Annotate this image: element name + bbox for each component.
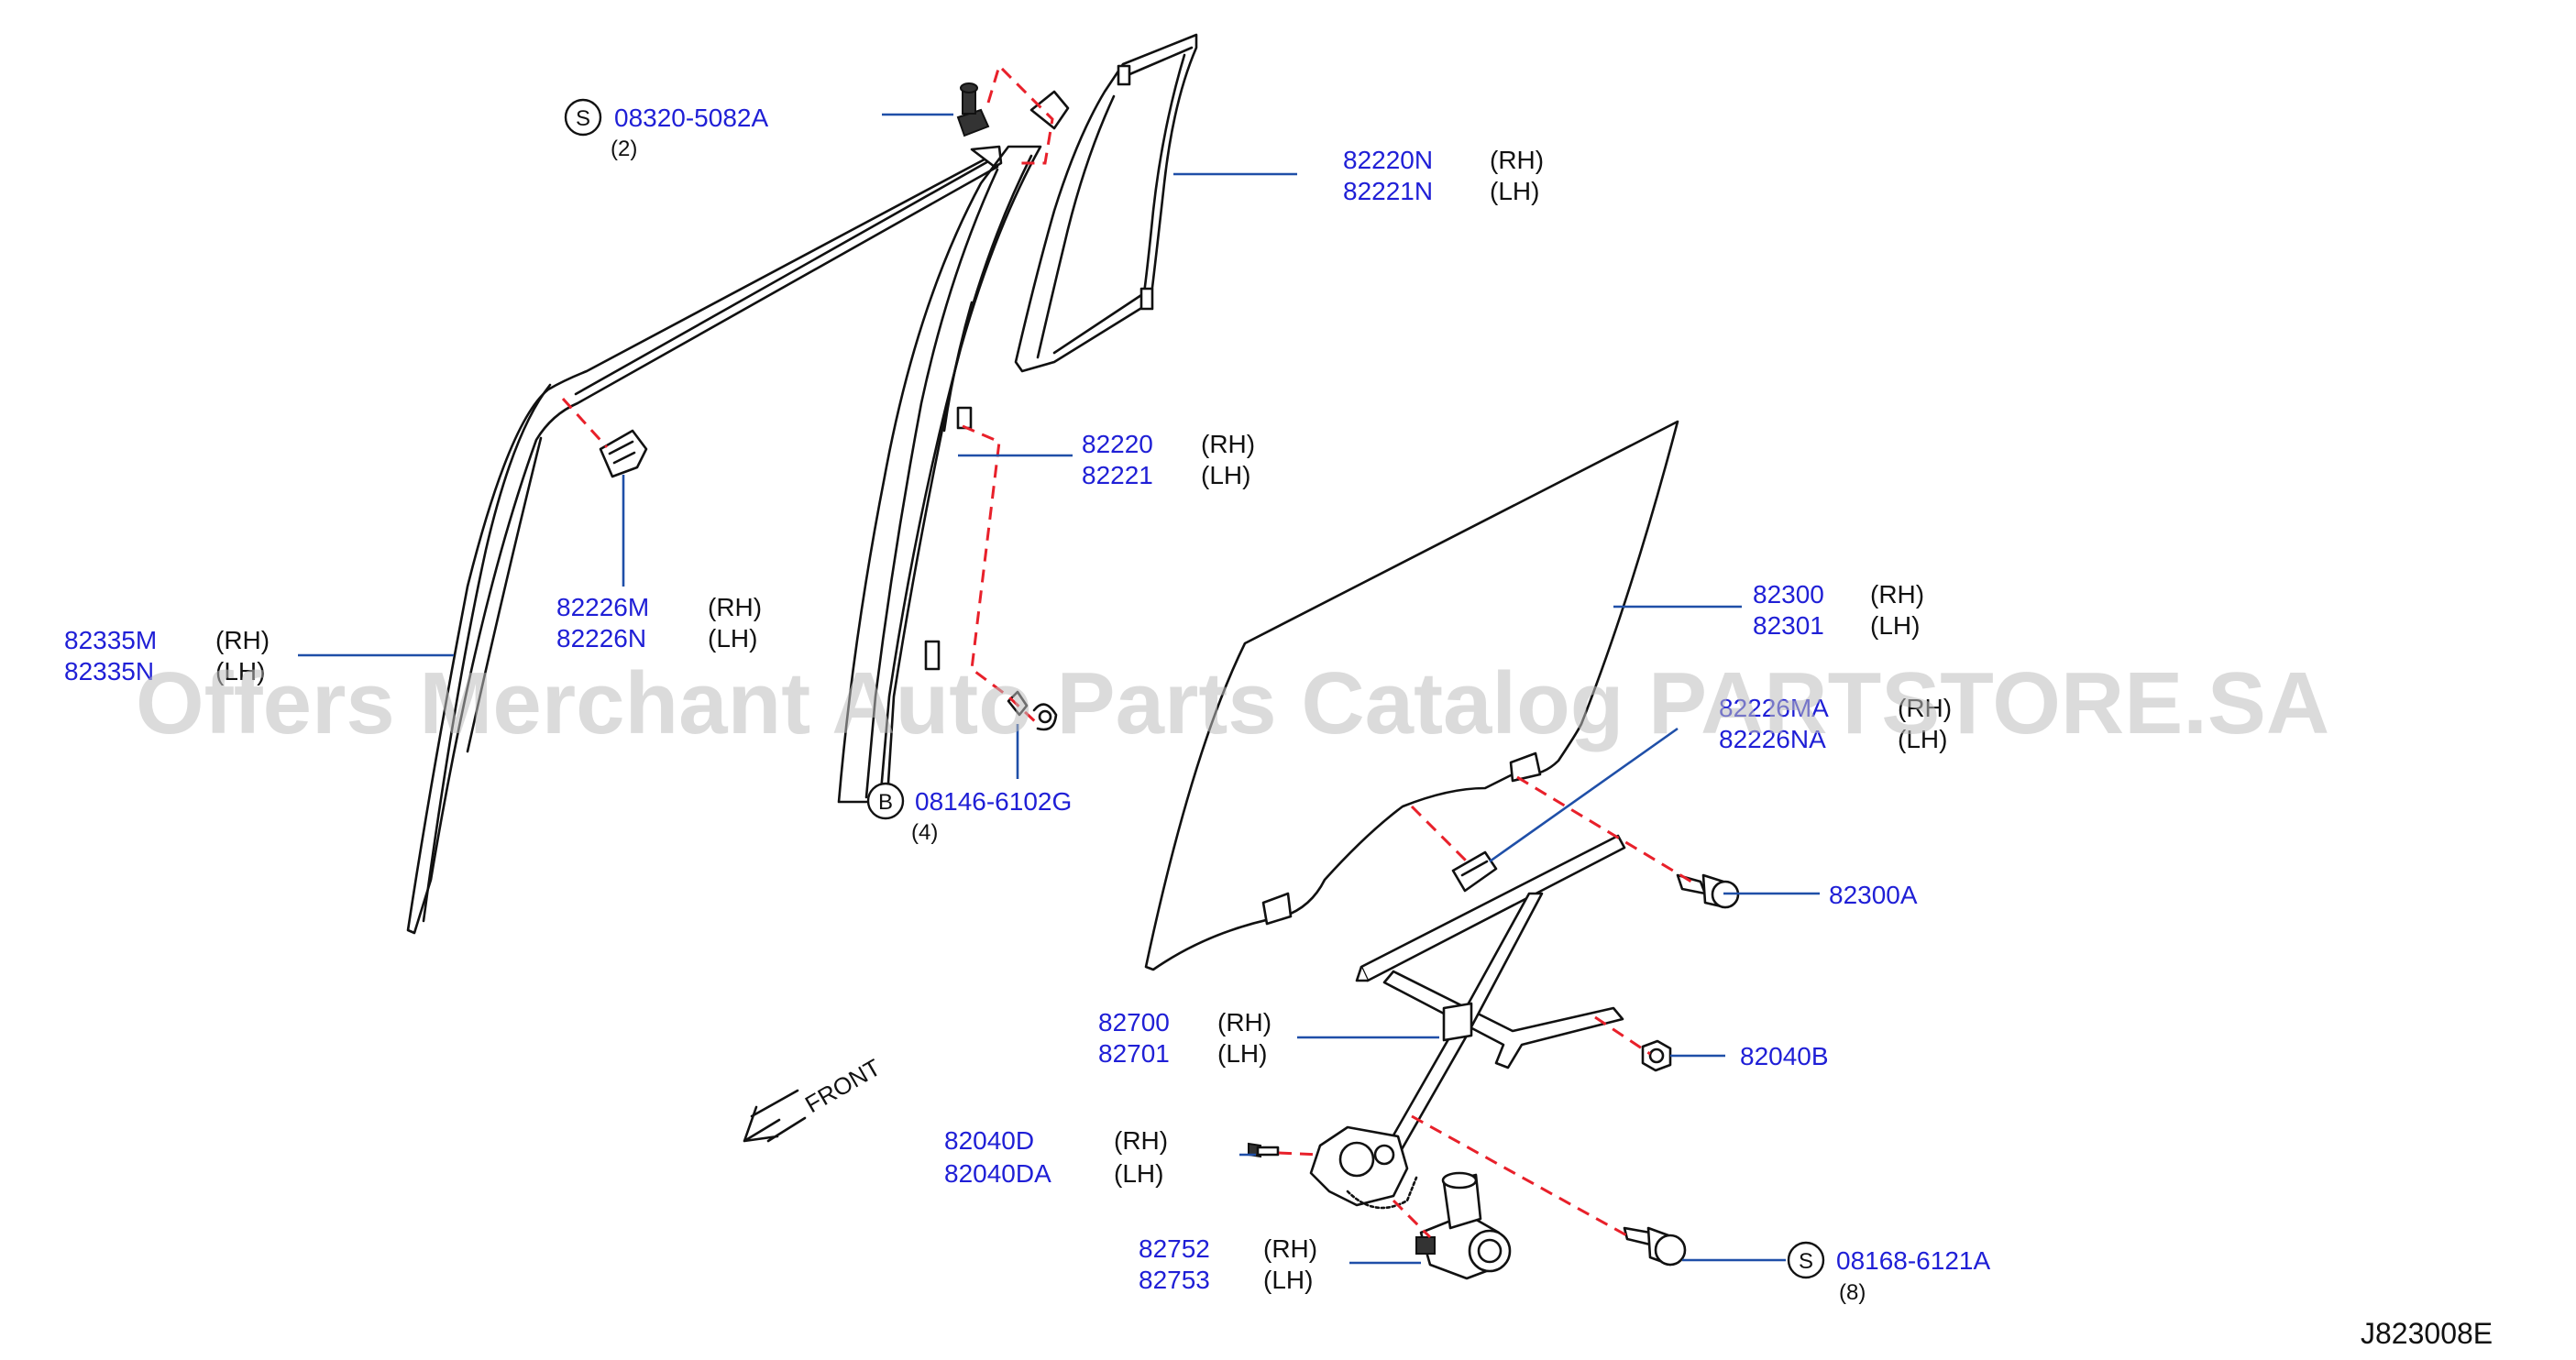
front-arrow: FRONT (743, 1053, 886, 1143)
part-82220: 82220 (1082, 430, 1153, 458)
side-label: (RH) (708, 593, 762, 621)
glass-bolt-part (1676, 873, 1740, 909)
part-82301: 82301 (1753, 611, 1824, 640)
callout-regulator-bolt: 82040D (RH) 82040DA (LH) (944, 1126, 1168, 1188)
side-label: (LH) (1263, 1266, 1313, 1294)
qty-top-bolt: (2) (611, 137, 637, 161)
part-82040D: 82040D (944, 1126, 1034, 1155)
part-82753: 82753 (1139, 1266, 1210, 1294)
part-82226M: 82226M (556, 593, 649, 621)
side-label: (RH) (1114, 1126, 1168, 1155)
part-82700: 82700 (1098, 1008, 1170, 1036)
callout-bracket-ma: 82226MA (RH) 82226NA (LH) (1719, 694, 1952, 753)
part-82300: 82300 (1753, 580, 1824, 609)
callout-nut: 82040B (1740, 1042, 1829, 1070)
side-label: (RH) (1898, 694, 1952, 722)
s-marker-icon (564, 98, 602, 137)
side-label: (LH) (1114, 1159, 1163, 1188)
nut-part (1641, 1039, 1672, 1072)
qty-bolt-b: (4) (911, 820, 938, 845)
watermark-text: Offers Merchant Auto Parts Catalog PARTS… (136, 654, 2329, 752)
part-82701: 82701 (1098, 1039, 1170, 1068)
callout-bolt-s-top: S 08320-5082A (2) (564, 98, 768, 161)
side-label: (LH) (215, 657, 265, 685)
callout-sash: 82220 (RH) 82221 (LH) (1082, 430, 1255, 489)
side-label: (RH) (1263, 1234, 1317, 1263)
side-label: (LH) (1490, 177, 1539, 205)
callout-bolt-b: B 08146-6102G (4) (866, 782, 1072, 845)
part-08320-5082A: 08320-5082A (614, 104, 768, 132)
part-82752: 82752 (1139, 1234, 1210, 1263)
side-label: (LH) (1201, 461, 1250, 489)
weatherstrip-part (406, 145, 1003, 935)
diagram-code: J823008E (2361, 1317, 2493, 1350)
part-82040DA: 82040DA (944, 1159, 1051, 1188)
motor-part (1415, 1171, 1512, 1280)
b-marker-icon (866, 782, 905, 820)
marker-s-bottom: S (1799, 1249, 1813, 1274)
qty-bottom-bolt: (8) (1839, 1280, 1866, 1305)
regulator-bolt-part (1248, 1142, 1280, 1158)
bracket-ma-part (1451, 850, 1498, 893)
top-bolt-part (956, 82, 990, 137)
side-label: (LH) (708, 624, 757, 653)
part-08168-6121A: 08168-6121A (1836, 1246, 1990, 1275)
part-82226NA: 82226NA (1719, 725, 1826, 753)
sash-part (837, 90, 1070, 804)
clip-part (1007, 690, 1058, 731)
part-82220N: 82220N (1343, 146, 1433, 174)
regulator-part (1309, 834, 1626, 1210)
dashed-guides (561, 63, 1697, 1239)
part-82335M: 82335M (64, 626, 157, 654)
side-label: (LH) (1217, 1039, 1267, 1068)
callout-weatherstrip: 82335M (RH) 82335N (LH) (64, 626, 270, 685)
part-82221N: 82221N (1343, 177, 1433, 205)
callout-glass: 82300 (RH) 82301 (LH) (1753, 580, 1924, 640)
side-label: (RH) (215, 626, 270, 654)
bottom-bolt-part (1623, 1226, 1687, 1267)
callout-bracket-m: 82226M (RH) 82226N (LH) (556, 593, 762, 653)
s-marker-icon (1787, 1241, 1825, 1279)
callout-bolt-s-bottom: S 08168-6121A (8) (1787, 1241, 1990, 1305)
callout-glass-run: 82220N (RH) 82221N (LH) (1343, 146, 1544, 205)
side-label: (LH) (1898, 725, 1947, 753)
part-82226MA: 82226MA (1719, 694, 1829, 722)
side-label: (LH) (1870, 611, 1920, 640)
side-label: (RH) (1490, 146, 1544, 174)
marker-b: B (878, 790, 893, 815)
part-82040B: 82040B (1740, 1042, 1829, 1070)
part-82221: 82221 (1082, 461, 1153, 489)
part-82335N: 82335N (64, 657, 154, 685)
glass-run-part (1014, 33, 1198, 373)
door-glass-part (1144, 420, 1679, 971)
front-label: FRONT (800, 1053, 886, 1118)
part-82226N: 82226N (556, 624, 646, 653)
side-label: (RH) (1201, 430, 1255, 458)
side-label: (RH) (1217, 1008, 1271, 1036)
bracket-m-part (599, 429, 648, 478)
callout-motor: 82752 (RH) 82753 (LH) (1139, 1234, 1317, 1294)
callout-regulator: 82700 (RH) 82701 (LH) (1098, 1008, 1271, 1068)
leader-lines (298, 113, 1820, 1265)
side-label: (RH) (1870, 580, 1924, 609)
marker-s-top: S (576, 106, 590, 131)
callout-glass-bolt: 82300A (1829, 881, 1918, 909)
part-82300A: 82300A (1829, 881, 1918, 909)
part-08146-6102G: 08146-6102G (915, 787, 1072, 816)
